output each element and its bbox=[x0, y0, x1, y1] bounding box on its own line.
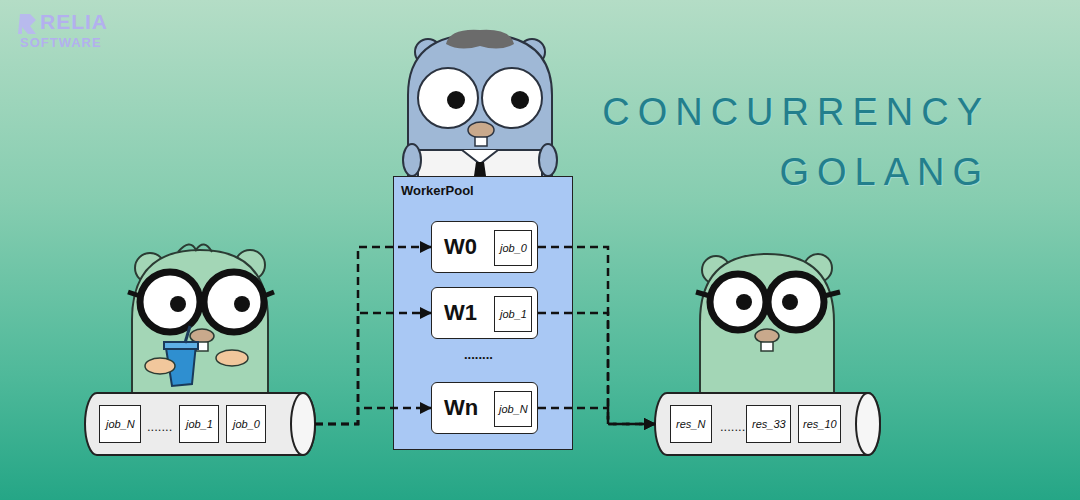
job-box: job_1 bbox=[179, 405, 219, 443]
queue-cylinder: ....... res_N res_33 res_10 bbox=[655, 392, 880, 456]
worker-box: W1 job_1 bbox=[431, 287, 538, 339]
job-label: job_0 bbox=[233, 418, 260, 430]
title: CONCURRENCY GOLANG bbox=[560, 82, 990, 202]
cylinder-cap bbox=[291, 393, 315, 455]
job-box: res_33 bbox=[746, 405, 791, 443]
logo-text: RELIA bbox=[40, 10, 108, 34]
job-box: res_10 bbox=[798, 405, 841, 443]
job-label: job_N bbox=[106, 418, 135, 430]
ellipsis: ....... bbox=[147, 419, 172, 434]
left-gopher bbox=[128, 244, 274, 410]
ellipsis: ....... bbox=[720, 419, 745, 434]
manager-gopher bbox=[403, 30, 557, 190]
job-label: res_33 bbox=[752, 418, 786, 430]
logo-mark bbox=[18, 14, 36, 34]
queue-cylinder: ....... job_N job_1 job_0 bbox=[85, 392, 315, 456]
right-gopher bbox=[696, 254, 840, 410]
cylinder-body bbox=[655, 393, 880, 455]
ellipsis: ........ bbox=[464, 347, 493, 362]
job-box: job_0 bbox=[494, 230, 532, 266]
job-label: job_N bbox=[499, 403, 528, 415]
job-label: res_N bbox=[676, 418, 705, 430]
worker-box: Wn job_N bbox=[431, 382, 538, 434]
worker-pool: WorkerPool........ W0 job_0W1 job_1Wn job_N bbox=[393, 176, 573, 450]
job-label: job_1 bbox=[186, 418, 213, 430]
job-box: job_N bbox=[494, 391, 532, 427]
cylinder-cap bbox=[856, 393, 880, 455]
pool-label: WorkerPool bbox=[401, 183, 474, 198]
worker-box: W0 job_0 bbox=[431, 221, 538, 273]
worker-label: W0 bbox=[444, 234, 477, 260]
cylinder-body bbox=[85, 393, 315, 455]
job-box: res_N bbox=[670, 405, 712, 443]
job-label: job_1 bbox=[500, 308, 527, 320]
worker-label: Wn bbox=[444, 395, 478, 421]
job-box: job_0 bbox=[226, 405, 266, 443]
logo-text: SOFTWARE bbox=[20, 35, 102, 50]
worker-label: W1 bbox=[444, 300, 477, 326]
job-label: res_10 bbox=[803, 418, 837, 430]
job-label: job_0 bbox=[500, 242, 527, 254]
job-box: job_N bbox=[99, 405, 141, 443]
job-box: job_1 bbox=[494, 296, 532, 332]
